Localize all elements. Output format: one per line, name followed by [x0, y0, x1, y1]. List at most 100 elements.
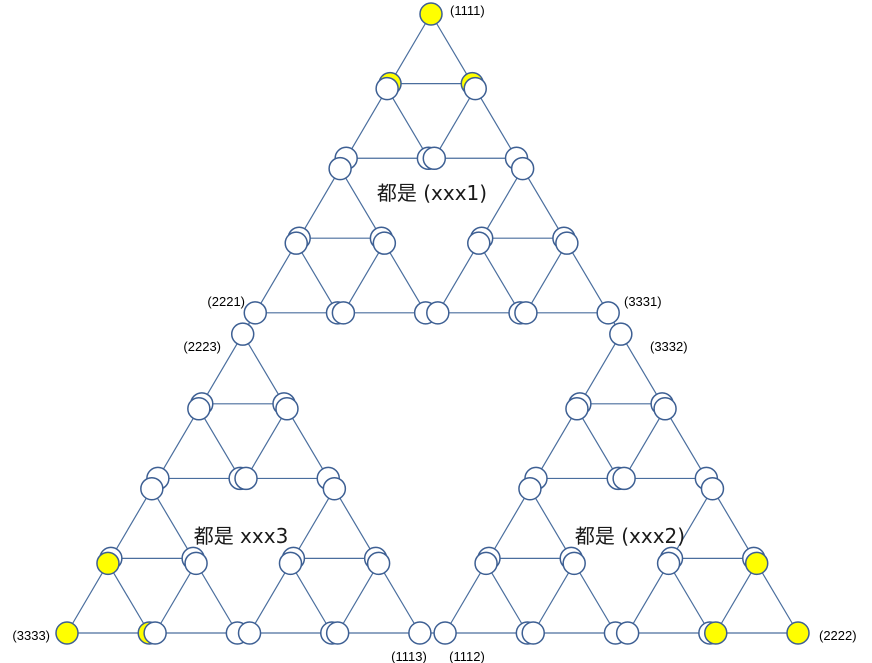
- graph-edge: [242, 333, 285, 405]
- graph-node: [275, 397, 299, 421]
- graph-edge: [488, 488, 531, 559]
- graph-edge: [107, 563, 150, 634]
- label-top-apex: (1111): [450, 3, 485, 18]
- graph-node: [518, 476, 542, 501]
- graph-edge: [474, 88, 518, 159]
- graph-node: [562, 551, 586, 576]
- graph-node: [234, 466, 258, 491]
- graph-edge: [254, 242, 297, 314]
- graph-edge: [333, 488, 377, 559]
- graph-edge: [620, 333, 663, 405]
- graph-edge: [576, 408, 619, 479]
- graph-edge: [535, 408, 578, 479]
- graph-edge: [154, 563, 197, 634]
- graph-node: [328, 156, 352, 181]
- graph-edge: [485, 563, 528, 634]
- graph-node: [184, 551, 208, 576]
- edges-layer: [66, 13, 799, 634]
- graph-node: [510, 156, 535, 181]
- graph-node: [474, 551, 498, 576]
- graph-node: [555, 231, 579, 255]
- graph-node: [514, 301, 538, 325]
- graph-edge: [345, 88, 388, 159]
- graph-edge: [110, 488, 153, 559]
- graph-edge: [756, 563, 799, 634]
- highlighted-node-2223: [704, 621, 728, 645]
- graph-edge: [711, 488, 755, 559]
- graph-node: [422, 146, 447, 171]
- graph-node: [612, 466, 636, 491]
- graph-edge: [249, 563, 292, 634]
- graph-edge: [201, 333, 244, 405]
- highlighted-node-3333: [55, 621, 79, 645]
- graph-edge: [525, 242, 568, 314]
- graph-node: [322, 476, 347, 501]
- label-left-left: (3333): [12, 628, 50, 643]
- graph-edge: [389, 13, 432, 84]
- graph-edge: [437, 242, 480, 314]
- graph-node: [284, 231, 308, 255]
- graph-edge: [195, 563, 238, 634]
- graph-node: [700, 476, 725, 501]
- label-left-right: (1113): [391, 649, 427, 663]
- graph-edge: [481, 168, 524, 239]
- graph-edge: [522, 168, 565, 239]
- graph-edge: [715, 563, 758, 634]
- graph-node: [278, 551, 303, 576]
- graph-edge: [339, 168, 382, 239]
- graph-edge: [579, 333, 622, 405]
- graph-node: [615, 621, 640, 645]
- graph-edge: [378, 563, 421, 634]
- graph-edge: [573, 563, 616, 634]
- graph-node: [609, 322, 633, 346]
- label-right-right: (2222): [819, 628, 857, 643]
- graph-edge: [668, 563, 711, 634]
- label-top-right: (3331): [624, 294, 662, 309]
- graph-node: [325, 621, 350, 645]
- graph-edge: [198, 408, 241, 479]
- graph-edge: [670, 488, 713, 559]
- label-top-left: (2221): [207, 294, 245, 309]
- nodes-layer: [55, 2, 810, 645]
- graph-edge: [298, 168, 341, 239]
- graph-node: [656, 551, 681, 576]
- graph-edge: [157, 408, 200, 479]
- graph-node: [372, 231, 397, 255]
- graph-node: [467, 231, 491, 255]
- graph-edge: [532, 563, 575, 634]
- graph-node: [140, 476, 164, 501]
- right-region-label: 都是 (xxx2): [575, 524, 685, 548]
- graph-edge: [295, 242, 339, 314]
- left-region-label: 都是 xxx3: [194, 524, 289, 548]
- graph-node: [463, 76, 487, 101]
- label-left-apex: (2223): [183, 339, 221, 354]
- graph-node: [366, 551, 391, 576]
- graph-node: [426, 301, 450, 325]
- graph-edge: [529, 488, 572, 559]
- graph-edge: [66, 563, 109, 634]
- graph-edge: [337, 563, 380, 634]
- graph-node: [187, 397, 211, 421]
- label-right-left: (1112): [449, 649, 485, 663]
- highlighted-node-1111: [419, 2, 443, 26]
- graph-edge: [430, 13, 473, 84]
- graph-edge: [623, 408, 666, 479]
- graph-node: [237, 621, 262, 645]
- graph-node: [565, 397, 589, 421]
- graph-edge: [342, 242, 385, 314]
- graph-node: [375, 76, 399, 101]
- graph-node: [521, 621, 545, 645]
- graph-edge: [383, 242, 427, 314]
- graph-node: [433, 621, 457, 645]
- graph-edge: [386, 88, 429, 159]
- highlighted-node-2221: [744, 551, 769, 576]
- graph-edge: [286, 408, 329, 479]
- graph-edge: [664, 408, 707, 479]
- graph-edge: [566, 242, 609, 314]
- graph-edge: [292, 488, 335, 559]
- graph-node: [143, 621, 167, 645]
- graph-node: [243, 301, 268, 325]
- graph-node: [230, 322, 255, 346]
- graph-edge: [245, 408, 288, 479]
